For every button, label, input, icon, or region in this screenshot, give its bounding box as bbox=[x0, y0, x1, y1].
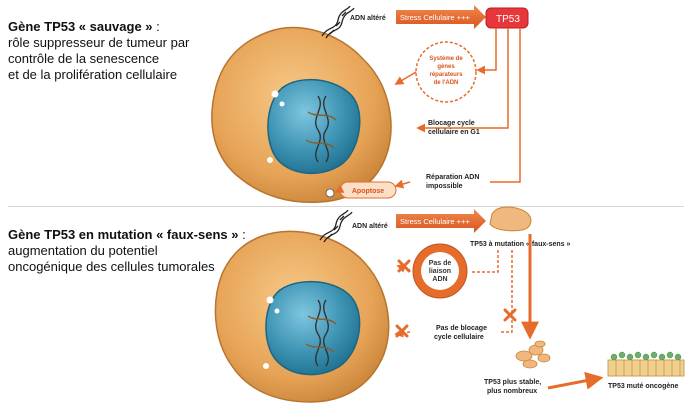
top-stress-label: Stress Cellulaire +++ bbox=[400, 13, 470, 22]
bottom-heading: Gène TP53 en mutation « faux-sens » : bbox=[8, 227, 246, 242]
top-damaged-dna bbox=[321, 5, 355, 39]
repair-line-4: de l'ADN bbox=[434, 80, 459, 86]
top-dna-altered-label: ADN altéré bbox=[350, 15, 386, 22]
repair-impossible-line-2: impossible bbox=[426, 183, 463, 190]
mutant-tp53-blob bbox=[489, 206, 532, 232]
bottom-description: Gène TP53 en mutation « faux-sens » : au… bbox=[8, 227, 246, 275]
no-binding-line-1: Pas de bbox=[429, 260, 452, 267]
bottom-vesicle-1 bbox=[266, 296, 274, 304]
cross-icon-3 bbox=[395, 324, 409, 338]
bottom-dna-altered-label: ADN altéré bbox=[352, 223, 388, 230]
cross-icon-2 bbox=[503, 308, 517, 322]
no-binding-line-2: liaison bbox=[429, 268, 451, 275]
apoptosis-arrow bbox=[334, 184, 345, 193]
repair-line-1: Système de bbox=[429, 56, 463, 62]
bottom-line-2: oncogénique des cellules tumorales bbox=[8, 259, 215, 274]
oncogene-arrow bbox=[547, 371, 604, 390]
tp53-box: TP53 bbox=[485, 7, 529, 29]
bottom-vesicle-3 bbox=[263, 363, 269, 369]
bottom-nucleus bbox=[265, 280, 361, 376]
repair-line-2: gènes bbox=[437, 64, 455, 70]
bottom-cell: ADN altéré bbox=[214, 209, 390, 403]
stable-line-1: TP53 plus stable, bbox=[484, 379, 541, 386]
cross-icon-1 bbox=[397, 259, 411, 273]
top-description: Gène TP53 « sauvage » : rôle suppresseur… bbox=[8, 19, 189, 83]
stable-tp53-cluster bbox=[515, 340, 551, 369]
bottom-nuclear-dna bbox=[305, 299, 337, 367]
top-line-3: et de la prolifération cellulaire bbox=[8, 67, 178, 82]
no-binding-line-3: ADN bbox=[432, 276, 447, 283]
bottom-damaged-dna bbox=[319, 209, 353, 243]
bottom-line-1: augmentation du potentiel bbox=[8, 243, 158, 258]
section-divider bbox=[8, 206, 684, 207]
top-line-1: rôle suppresseur de tumeur par bbox=[8, 35, 190, 50]
apoptosis-label: Apoptose bbox=[352, 188, 384, 195]
apoptosis-node: Apoptose bbox=[325, 181, 397, 199]
top-nuclear-dna bbox=[305, 95, 337, 163]
repair-line-3: réparateurs bbox=[429, 72, 463, 78]
no-block-line-2: cycle cellulaire bbox=[434, 334, 484, 341]
no-dna-binding-node: Pas de liaison ADN bbox=[412, 243, 468, 299]
repair-impossible-line-1: Réparation ADN bbox=[426, 174, 479, 181]
top-arrows bbox=[394, 28, 521, 189]
top-vesicle-1 bbox=[271, 90, 279, 98]
top-vesicle-3 bbox=[267, 157, 273, 163]
top-cell: ADN altéré bbox=[211, 5, 392, 204]
stable-line-2: plus nombreux bbox=[487, 388, 537, 395]
mutation-label: TP53 à mutation « faux-sens » bbox=[470, 241, 570, 248]
tumor-tissue bbox=[607, 351, 685, 377]
bottom-stress-arrow: Stress Cellulaire +++ bbox=[396, 209, 486, 233]
skull-icon bbox=[325, 188, 335, 198]
top-heading: Gène TP53 « sauvage » : bbox=[8, 19, 160, 34]
top-line-2: contrôle de la senescence bbox=[8, 51, 160, 66]
tp53-label: TP53 bbox=[496, 14, 520, 25]
no-block-line-1: Pas de blocage bbox=[436, 325, 487, 332]
bottom-stress-label: Stress Cellulaire +++ bbox=[400, 217, 470, 226]
oncogene-label: TP53 muté oncogène bbox=[608, 383, 679, 390]
cell-cycle-block-line-2: cellulaire en G1 bbox=[428, 129, 480, 136]
cell-cycle-block-line-1: Blocage cycle bbox=[428, 120, 475, 127]
top-stress-arrow: Stress Cellulaire +++ bbox=[396, 5, 486, 29]
bottom-vesicle-2 bbox=[274, 308, 280, 314]
top-vesicle-2 bbox=[279, 101, 285, 107]
repair-system-node: Système de gènes réparateurs de l'ADN bbox=[415, 41, 477, 103]
top-nucleus bbox=[267, 78, 361, 175]
